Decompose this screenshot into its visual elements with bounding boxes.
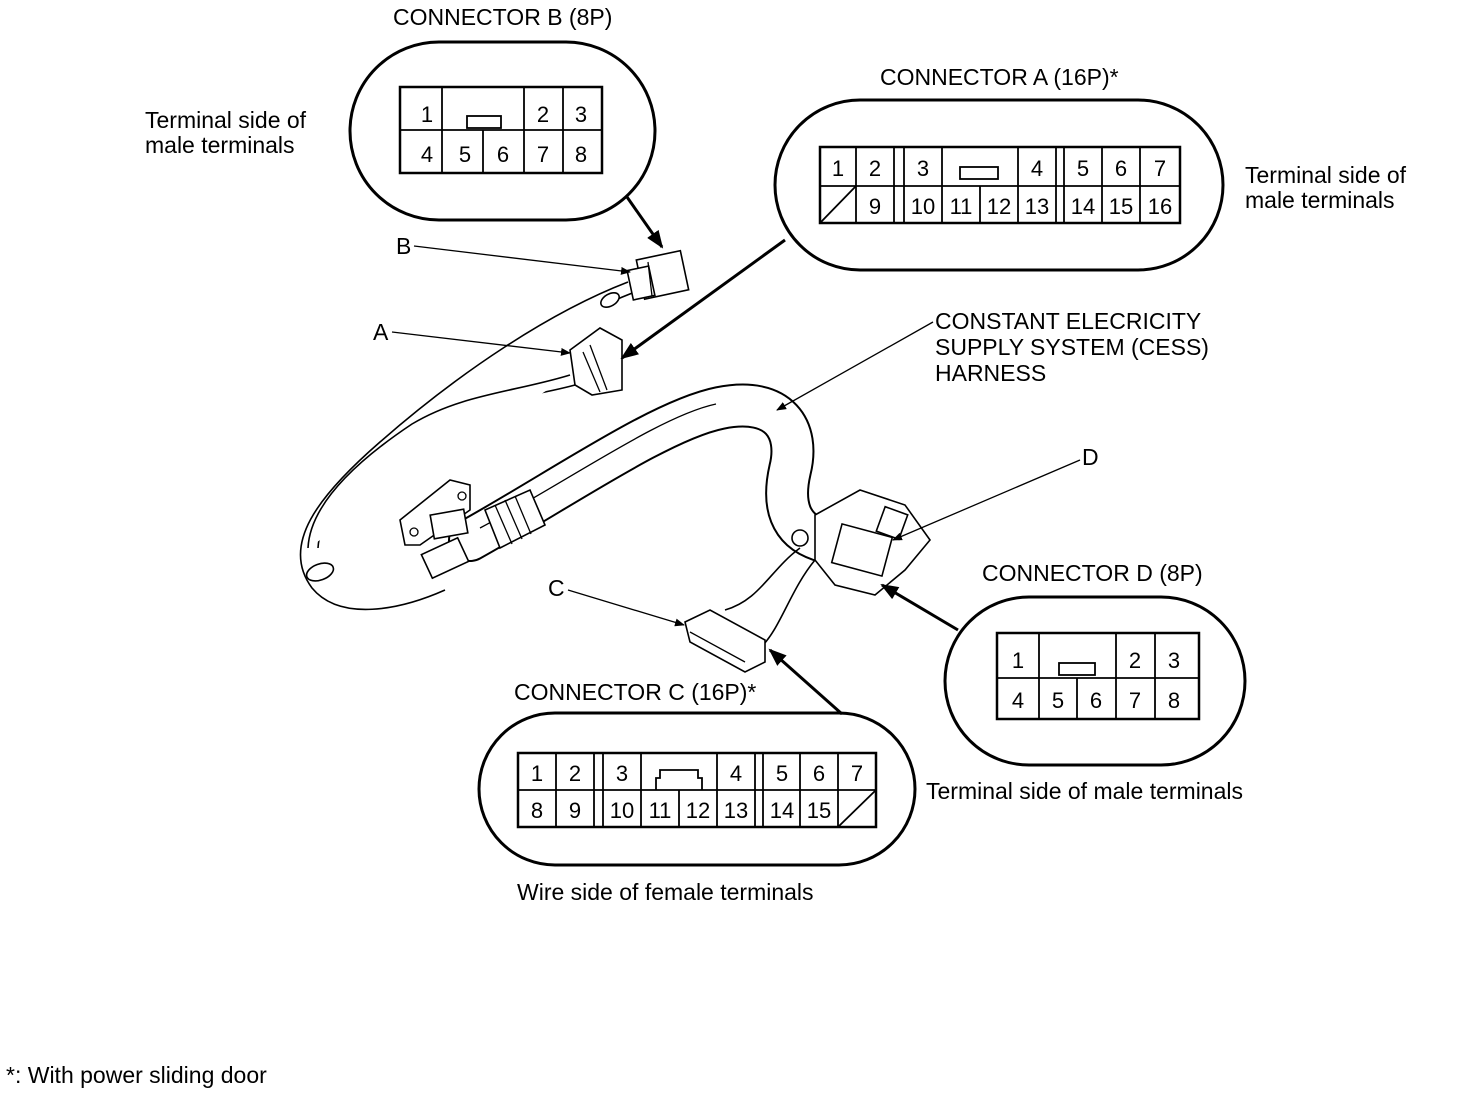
pin-label: 15 [1109,194,1133,219]
pin-label: 5 [459,142,471,167]
pin-label: 5 [1077,156,1089,181]
harness-label-line3: HARNESS [935,360,1046,386]
pin-label: 15 [807,798,831,823]
harness-label-line1: CONSTANT ELECRICITY [935,308,1201,334]
connector-c-bubble: CONNECTOR C (16P)* 1 2 3 4 5 6 7 8 9 10 … [477,648,917,905]
pin-label: 9 [569,798,581,823]
pin-label: 10 [610,798,634,823]
connector-a-title: CONNECTOR A (16P)* [880,64,1119,90]
connector-c-body [684,609,766,673]
connector-a-side-label: male terminals [1245,187,1395,213]
callout-d-letter: D [1082,444,1099,470]
pin-label: 3 [616,761,628,786]
pin-label: 11 [649,798,672,823]
callout-c: C [548,575,685,627]
pin-label: 2 [537,102,549,127]
harness-label: CONSTANT ELECRICITY SUPPLY SYSTEM (CESS)… [776,308,1209,411]
pin-label: 7 [1154,156,1166,181]
pin-label: 9 [869,194,881,219]
connector-a-side-label: Terminal side of [1245,162,1407,188]
pin-label: 13 [1025,194,1049,219]
pin-label: 7 [537,142,549,167]
pin-label: 12 [987,194,1011,219]
pin-label: 1 [531,761,543,786]
pin-label: 5 [1052,688,1064,713]
pin-label: 1 [832,156,844,181]
pin-label: 11 [950,194,973,219]
callout-b-letter: B [396,233,411,259]
pin-label: 14 [1071,194,1095,219]
pin-label: 6 [1090,688,1102,713]
pin-label: 6 [497,142,509,167]
connector-c-title: CONNECTOR C (16P)* [514,679,756,705]
callout-b: B [396,233,631,275]
harness-label-line2: SUPPLY SYSTEM (CESS) [935,334,1209,360]
pin-label: 7 [1129,688,1141,713]
pin-label: 8 [1168,688,1180,713]
callout-a: A [373,319,571,356]
pin-label: 16 [1148,194,1172,219]
connector-b-body [626,249,690,301]
pin-label: 1 [1012,648,1024,673]
pin-label: 2 [1129,648,1141,673]
pin-label: 2 [569,761,581,786]
connector-d-title: CONNECTOR D (8P) [982,560,1203,586]
pin-label: 5 [776,761,788,786]
pin-label: 3 [917,156,929,181]
pin-label: 1 [421,102,433,127]
connector-c-side-label: Wire side of female terminals [517,879,814,905]
footnote: *: With power sliding door [6,1062,267,1088]
pin-label: 6 [1115,156,1127,181]
connector-b-title: CONNECTOR B (8P) [393,4,612,30]
pin-label: 3 [575,102,587,127]
pin-label: 13 [724,798,748,823]
pin-label: 8 [531,798,543,823]
connector-b-side-label: male terminals [145,132,295,158]
pin-label: 8 [575,142,587,167]
pin-label: 4 [730,761,742,786]
pin-label: 7 [851,761,863,786]
pin-label: 14 [770,798,794,823]
pin-label: 12 [686,798,710,823]
connector-d-body [791,489,932,596]
connector-b-side-label: Terminal side of [145,107,307,133]
callout-d: D [892,444,1099,541]
pin-label: 3 [1168,648,1180,673]
callout-c-letter: C [548,575,565,601]
connector-b-bubble: CONNECTOR B (8P) 1 2 3 4 5 6 7 8 Termina… [145,4,664,249]
connector-d-side-label: Terminal side of male terminals [926,778,1243,804]
pin-label: 2 [869,156,881,181]
connector-d-bubble: CONNECTOR D (8P) 1 2 3 4 5 6 7 8 Termina… [880,560,1247,804]
cess-harness-illustration [299,249,932,673]
connector-a-body [569,327,623,396]
pin-label: 4 [1012,688,1024,713]
pin-label: 4 [1031,156,1043,181]
pin-label: 4 [421,142,433,167]
callout-a-letter: A [373,319,389,345]
connector-a-bubble: CONNECTOR A (16P)* 1 2 3 4 5 6 7 9 10 11… [620,64,1407,360]
pin-label: 10 [911,194,935,219]
pin-label: 6 [813,761,825,786]
